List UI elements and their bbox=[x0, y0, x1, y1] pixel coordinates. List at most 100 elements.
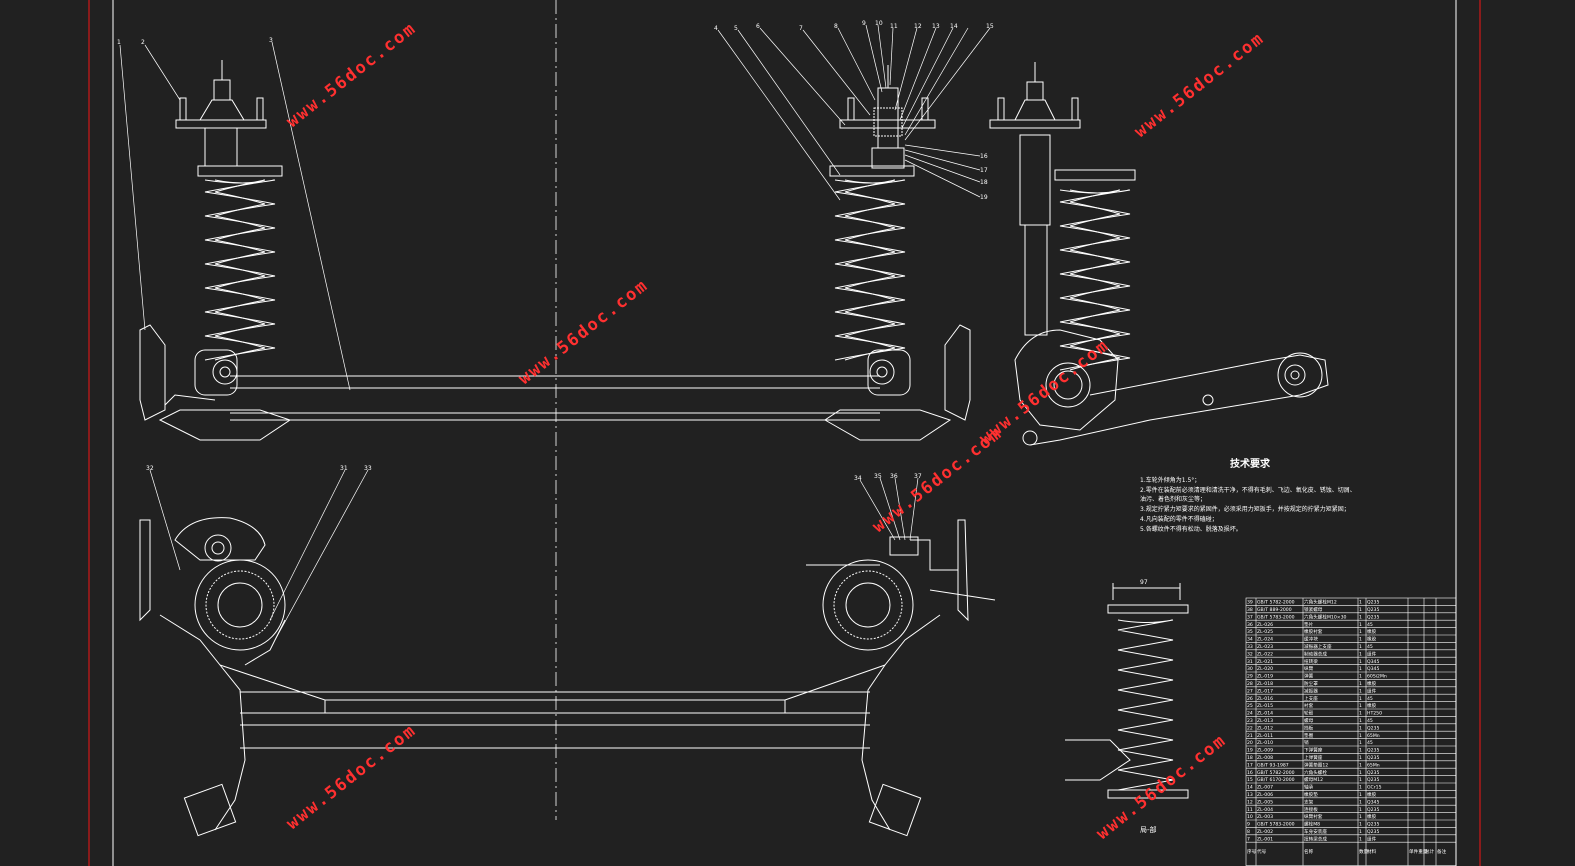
parts-table-cell: 上弹簧座 bbox=[1304, 754, 1323, 761]
parts-table-cell: 7 bbox=[1247, 836, 1250, 842]
side-view bbox=[989, 62, 1329, 446]
parts-table-cell: ZL-012 bbox=[1257, 725, 1273, 731]
parts-table-cell: 上支座 bbox=[1304, 695, 1318, 702]
parts-table-cell: 纵臂 bbox=[1304, 665, 1314, 672]
parts-table-cell: 纵臂衬套 bbox=[1304, 813, 1323, 820]
parts-table-cell: 1 bbox=[1359, 792, 1362, 798]
parts-table-cell: 橡胶 bbox=[1367, 628, 1377, 635]
watermark-1: www.56doc.com bbox=[283, 18, 421, 132]
plan-view-bottom bbox=[139, 517, 996, 837]
parts-table-cell: 六角头螺栓M12 bbox=[1304, 599, 1337, 606]
callout-31: 31 bbox=[340, 465, 348, 472]
parts-table-cell: 锁紧螺母 bbox=[1304, 606, 1323, 613]
watermark-4: www.56doc.com bbox=[1131, 28, 1269, 142]
parts-table-cell: 1 bbox=[1359, 607, 1362, 613]
parts-table-cell: 1 bbox=[1359, 674, 1362, 680]
parts-table-cell: 28 bbox=[1247, 681, 1253, 687]
parts-table-cell: ZL-016 bbox=[1257, 696, 1273, 702]
parts-table-cell: 8 bbox=[1247, 829, 1250, 835]
parts-table-cell: ZL-021 bbox=[1257, 659, 1273, 665]
parts-table-cell: ZL-002 bbox=[1257, 829, 1273, 835]
parts-table-cell: ZL-009 bbox=[1257, 748, 1273, 754]
parts-table-cell: 组件 bbox=[1367, 650, 1377, 657]
parts-table-cell: HT250 bbox=[1367, 711, 1382, 717]
watermark-5: www.56doc.com bbox=[283, 720, 421, 834]
callout-7: 7 bbox=[799, 25, 803, 32]
parts-table-cell: 38 bbox=[1247, 607, 1253, 613]
parts-table-cell: 1 bbox=[1359, 600, 1362, 606]
parts-table-cell: 1 bbox=[1359, 629, 1362, 635]
parts-table-cell: 15 bbox=[1247, 777, 1253, 783]
parts-table-cell: 21 bbox=[1247, 733, 1253, 739]
parts-table-cell: 12 bbox=[1247, 799, 1253, 805]
callout-11: 11 bbox=[890, 23, 898, 30]
detail-view-label: 局-部 bbox=[1140, 825, 1157, 834]
parts-table-header-cell: 序号 bbox=[1247, 848, 1257, 855]
parts-table-cell: 1 bbox=[1359, 733, 1362, 739]
parts-table-cell: ZL-001 bbox=[1257, 836, 1273, 842]
parts-table-cell: ZL-013 bbox=[1257, 718, 1273, 724]
parts-table-cell: 33 bbox=[1247, 644, 1253, 650]
parts-table-cell: 弹簧 bbox=[1304, 673, 1314, 680]
parts-table-cell: GB/T 5783-2000 bbox=[1257, 614, 1295, 620]
parts-table-cell: GCr15 bbox=[1367, 785, 1382, 791]
parts-table-cell: 65Mn bbox=[1367, 762, 1380, 768]
parts-table-cell: 1 bbox=[1359, 622, 1362, 628]
callout-36: 36 bbox=[890, 473, 898, 480]
parts-table-cell: 30 bbox=[1247, 666, 1253, 672]
parts-table-cell: 缓冲块 bbox=[1304, 636, 1318, 643]
parts-table-cell: 1 bbox=[1359, 785, 1362, 791]
parts-table-cell: 支架 bbox=[1304, 798, 1314, 805]
parts-table-cell: 1 bbox=[1359, 725, 1362, 731]
parts-table-cell: 组件 bbox=[1367, 835, 1377, 842]
callout-9: 9 bbox=[862, 20, 866, 27]
callout-numbers: 1 2 3 4 5 6 7 8 9 10 11 12 13 14 15 16 1… bbox=[117, 20, 1157, 834]
parts-table-cell: 1 bbox=[1359, 829, 1362, 835]
tech-req-item-2: 2.零件在装配前必须清理和清洗干净，不得有毛刺、飞边、氧化皮、锈蚀、切屑、 bbox=[1140, 486, 1356, 494]
leader-lines-bottom bbox=[149, 469, 919, 641]
parts-table-cell: 1 bbox=[1359, 740, 1362, 746]
parts-table-cell: 六角头螺栓M10×30 bbox=[1304, 613, 1347, 620]
parts-table-cell: 32 bbox=[1247, 651, 1253, 657]
callout-16: 16 bbox=[980, 153, 988, 160]
parts-table-cell: 13 bbox=[1247, 792, 1253, 798]
tech-requirements: 技术要求 1.车轮外倾角为1.5°； 2.零件在装配前必须清理和清洗干净，不得有… bbox=[1140, 457, 1356, 533]
watermark-2: www.56doc.com bbox=[515, 275, 653, 389]
parts-table-cell: 橡胶垫 bbox=[1304, 791, 1318, 798]
parts-table-cell: GB/T 5782-2000 bbox=[1257, 770, 1295, 776]
parts-table-cell: Q235 bbox=[1367, 829, 1379, 835]
parts-table-cell: 1 bbox=[1359, 614, 1362, 620]
callout-37: 37 bbox=[914, 473, 922, 480]
parts-table-cell: 26 bbox=[1247, 696, 1253, 702]
parts-table-cell: Q235 bbox=[1367, 600, 1379, 606]
callout-4: 4 bbox=[714, 25, 718, 32]
parts-table-cell: 10 bbox=[1247, 814, 1253, 820]
parts-table-cell: 防尘罩 bbox=[1304, 680, 1318, 687]
parts-table-cell: 下弹簧座 bbox=[1304, 747, 1323, 754]
parts-table-cell: 橡胶 bbox=[1367, 702, 1377, 709]
parts-table-cell: 橡胶 bbox=[1367, 680, 1377, 687]
parts-table-cell: 45 bbox=[1367, 696, 1373, 702]
parts-table-cell: 45 bbox=[1367, 622, 1373, 628]
parts-table-cell: 1 bbox=[1359, 637, 1362, 643]
parts-table-cell: 扭转梁 bbox=[1304, 658, 1318, 665]
callout-32: 32 bbox=[146, 465, 154, 472]
parts-table-cell: 橡胶 bbox=[1367, 636, 1377, 643]
parts-table-cell: 挡板 bbox=[1304, 724, 1314, 731]
parts-table-cell: 垫片 bbox=[1304, 621, 1314, 628]
parts-table-cell: ZL-007 bbox=[1257, 785, 1273, 791]
parts-table-cell: ZL-026 bbox=[1257, 622, 1273, 628]
tech-requirements-title: 技术要求 bbox=[1230, 457, 1271, 470]
parts-table-cell: 1 bbox=[1359, 644, 1362, 650]
parts-table-cell: 11 bbox=[1247, 807, 1253, 813]
parts-table-cell: 1 bbox=[1359, 822, 1362, 828]
parts-table-cell: ZL-008 bbox=[1257, 755, 1273, 761]
callout-6: 6 bbox=[756, 23, 760, 30]
parts-table-cell: Q345 bbox=[1367, 666, 1379, 672]
parts-table-cell: 螺栓M8 bbox=[1304, 821, 1320, 828]
watermark-7: www.56doc.com bbox=[976, 335, 1114, 449]
parts-table-cell: 65Mn bbox=[1367, 733, 1380, 739]
parts-table-cell: ZL-022 bbox=[1257, 651, 1273, 657]
parts-table-cell: 1 bbox=[1359, 659, 1362, 665]
tech-req-item-1: 1.车轮外倾角为1.5°； bbox=[1140, 476, 1200, 484]
